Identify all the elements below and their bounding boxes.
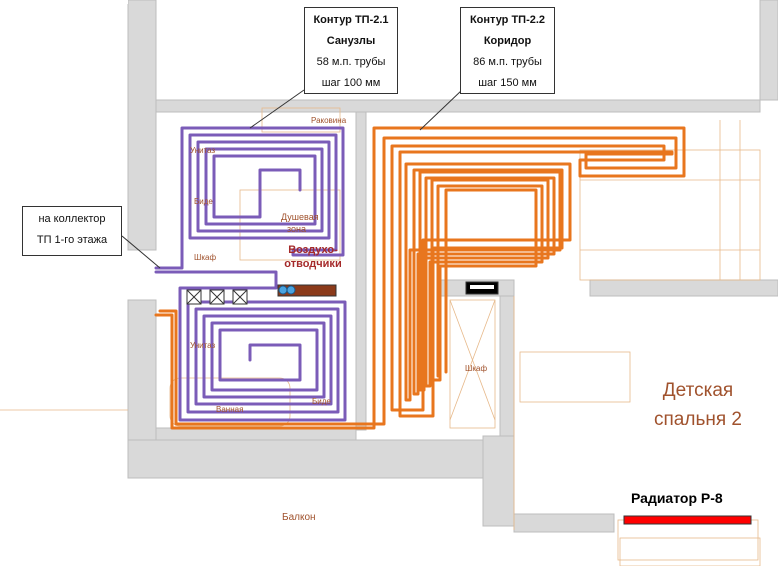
callout-tp22-subtitle: Коридор xyxy=(483,35,532,47)
loop-tp21 xyxy=(154,126,347,422)
room-label-line2: спальня 2 xyxy=(654,409,742,430)
label-sink: Раковина xyxy=(311,116,347,125)
callout-tp21-step: шаг 100 мм xyxy=(321,77,381,89)
room-label: Детская спальня 2 xyxy=(630,376,766,434)
label-bath: Ванная xyxy=(216,405,244,414)
callout-collector-line1: на коллектор xyxy=(38,213,106,225)
callout-collector-line2: ТП 1-го этажа xyxy=(36,234,108,246)
leader-lines xyxy=(121,89,463,269)
walls xyxy=(127,0,778,533)
label-air-vents-line1: Воздухо- xyxy=(288,244,338,256)
label-toilet-bottom: Унитаз xyxy=(190,341,216,350)
callout-collector: на коллектор ТП 1-го этажа xyxy=(22,206,122,256)
label-bidet-bottom: Биде xyxy=(312,397,331,406)
label-air-vents-line2: отводчики xyxy=(284,258,342,270)
callout-tp21-title: Контур ТП-2.1 xyxy=(313,14,389,26)
callout-tp21-subtitle: Санузлы xyxy=(326,35,376,47)
label-cabinet-mid: Шкаф xyxy=(465,364,488,373)
label-bidet-top: Биде xyxy=(194,197,213,206)
callout-tp21-length: 58 м.п. трубы xyxy=(316,56,386,68)
callout-tp21: Контур ТП-2.1 Санузлы 58 м.п. трубы шаг … xyxy=(304,7,398,94)
callout-tp22: Контур ТП-2.2 Коридор 86 м.п. трубы шаг … xyxy=(460,7,555,94)
callout-tp22-length: 86 м.п. трубы xyxy=(473,56,542,68)
callout-tp22-title: Контур ТП-2.2 xyxy=(469,14,546,26)
plan-outlines xyxy=(0,107,761,566)
callout-tp22-step: шаг 150 мм xyxy=(478,77,537,89)
label-air-vents: Воздухо- отводчики xyxy=(283,243,343,271)
label-shower-zone: зона xyxy=(287,224,307,234)
room-label-line1: Детская xyxy=(662,380,734,401)
radiator-label: Радиатор Р-8 xyxy=(631,490,723,506)
riser-boxes xyxy=(186,289,248,305)
label-toilet-top: Унитаз xyxy=(190,146,216,155)
label-balcony: Балкон xyxy=(282,512,316,523)
radiator-bar xyxy=(623,515,752,525)
label-shower: Душевая xyxy=(281,212,319,222)
manifold xyxy=(277,281,499,297)
loop-tp22 xyxy=(154,126,686,430)
label-cabinet-left: Шкаф xyxy=(194,253,217,262)
